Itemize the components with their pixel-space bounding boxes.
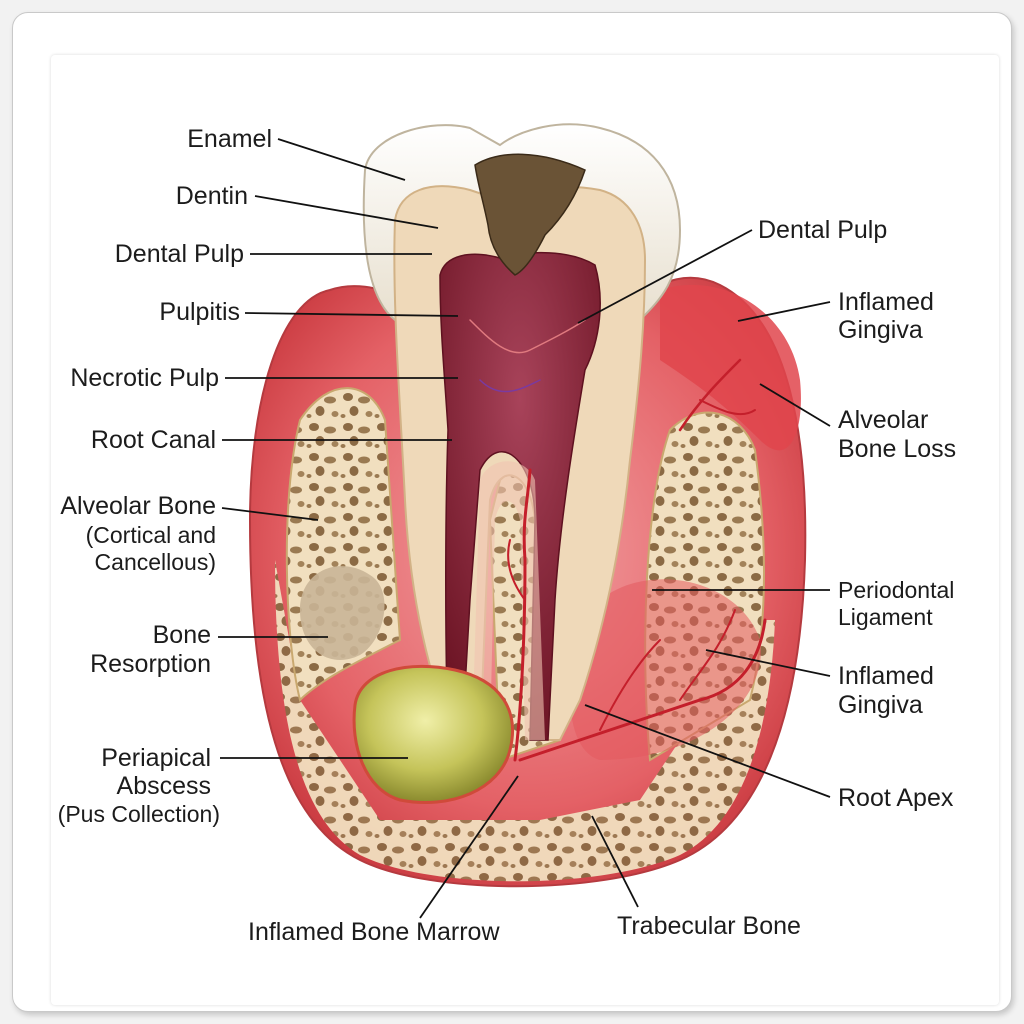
label-inflamed-gingiva-bottom-line2: Gingiva [838, 691, 923, 719]
left-labels: Enamel Dentin Dental Pulp Pulpitis Necro… [58, 125, 272, 827]
label-inflamed-gingiva-top: Inflamed [838, 288, 934, 316]
label-root-apex: Root Apex [838, 784, 954, 812]
label-inflamed-gingiva-top-line2: Gingiva [838, 316, 923, 344]
label-inflamed-gingiva-bottom: Inflamed [838, 662, 934, 690]
label-periapical-abscess-line2: Abscess [117, 772, 211, 800]
label-dental-pulp-right: Dental Pulp [758, 216, 887, 244]
label-enamel: Enamel [187, 125, 272, 153]
label-bone-resorption: Bone [153, 621, 211, 649]
label-alveolar-bone-loss-line2: Bone Loss [838, 435, 956, 463]
label-necrotic-pulp: Necrotic Pulp [70, 364, 219, 392]
label-alveolar-bone-loss: Alveolar [838, 406, 928, 434]
bottom-labels: Inflamed Bone Marrow Trabecular Bone [248, 912, 801, 946]
label-periapical-abscess-line3: (Pus Collection) [58, 801, 220, 827]
label-trabecular-bone: Trabecular Bone [617, 912, 801, 940]
label-periodontal-ligament-line2: Ligament [838, 604, 933, 630]
label-alveolar-bone: Alveolar Bone [60, 492, 216, 520]
periapical-abscess-area [354, 666, 512, 802]
label-alveolar-bone-line3: Cancellous) [95, 549, 216, 575]
label-bone-resorption-line2: Resorption [90, 650, 211, 678]
label-periapical-abscess: Periapical [101, 744, 211, 772]
label-root-canal: Root Canal [91, 426, 216, 454]
label-pulpitis: Pulpitis [159, 298, 240, 326]
label-dentin: Dentin [176, 182, 248, 210]
label-alveolar-bone-line2: (Cortical and [86, 522, 216, 548]
label-periodontal-ligament: Periodontal [838, 577, 954, 603]
label-dental-pulp-left: Dental Pulp [115, 240, 244, 268]
label-inflamed-bone-marrow: Inflamed Bone Marrow [248, 918, 500, 946]
